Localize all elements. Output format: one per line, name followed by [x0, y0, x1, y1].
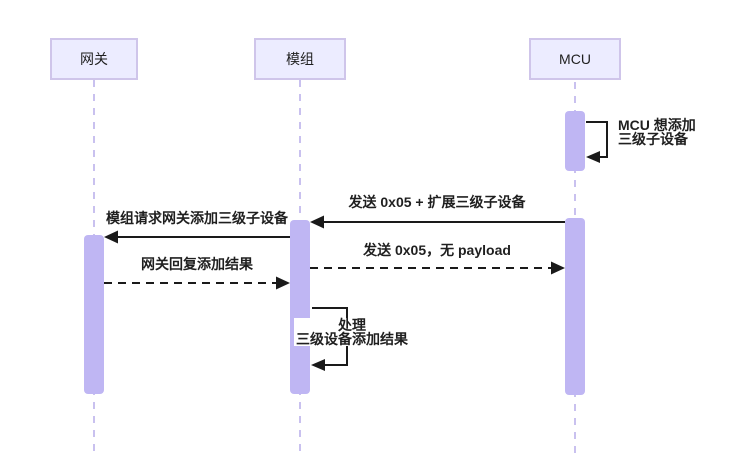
gateway-activation-bar [84, 235, 104, 394]
arrowhead-send-0x05-extended-icon [310, 215, 324, 229]
message-label-send-0x05-extended: 发送 0x05 + 扩展三级子设备 [348, 194, 526, 210]
actor-gateway-label: 网关 [80, 51, 108, 67]
module-self-message: 处理 三级设备添加结果 [294, 318, 410, 346]
mcu-self-message-line1: MCU 想添加 [618, 117, 696, 133]
mcu-self-loop-arrowhead-icon [586, 151, 600, 163]
arrowhead-module-request-gateway-icon [104, 230, 118, 244]
message-label-module-request-gateway: 模组请求网关添加三级子设备 [106, 210, 288, 226]
message-label-send-0x05-no-payload: 发送 0x05，无 payload [363, 242, 511, 258]
module-self-message-line1: 处理 [338, 317, 366, 333]
actor-mcu: MCU [529, 38, 621, 80]
module-self-message-line2: 三级设备添加结果 [296, 331, 408, 347]
module-self-loop-arrowhead-icon [311, 359, 325, 371]
module-activation-bar [290, 220, 310, 394]
arrowhead-gateway-reply-result-icon [276, 276, 290, 290]
actor-module-label: 模组 [286, 51, 314, 67]
mcu-self-message-line2: 三级子设备 [618, 131, 688, 147]
arrowhead-send-0x05-no-payload-icon [551, 261, 565, 275]
actor-mcu-label: MCU [559, 51, 591, 67]
message-label-gateway-reply-result: 网关回复添加结果 [141, 256, 253, 272]
mcu-self-message: MCU 想添加 三级子设备 [618, 118, 696, 146]
mcu-activation-bar-1 [565, 111, 585, 171]
mcu-activation-bar-2 [565, 218, 585, 395]
actor-gateway: 网关 [50, 38, 138, 80]
actor-module: 模组 [254, 38, 346, 80]
mcu-self-loop-line [586, 121, 608, 158]
